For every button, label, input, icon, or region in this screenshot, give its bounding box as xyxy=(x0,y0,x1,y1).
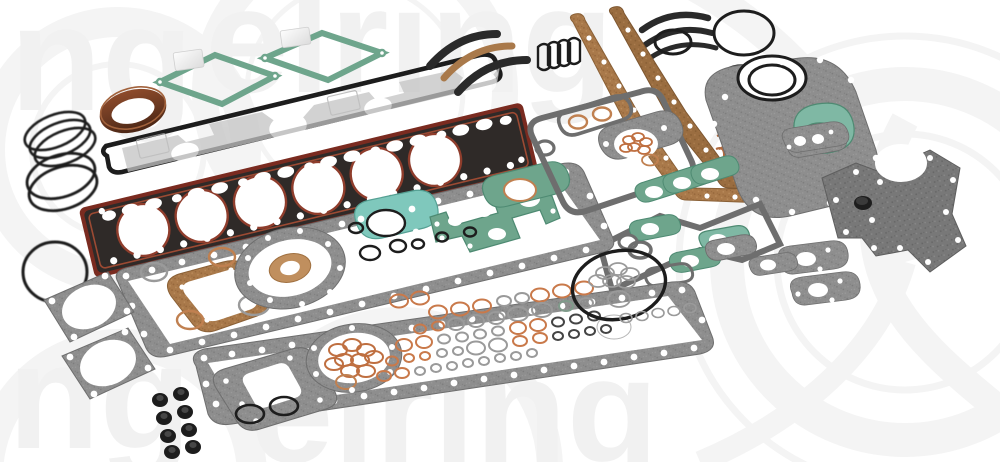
thermostat-gasket xyxy=(354,189,439,246)
water-pump-gasket xyxy=(234,226,346,310)
o-rings-large xyxy=(21,110,99,304)
lower-right-shims xyxy=(619,302,697,324)
washer-array xyxy=(376,280,612,382)
valve-cover-gasket xyxy=(100,52,503,175)
triangular-flange xyxy=(789,271,861,306)
rope-seal-arcs xyxy=(426,30,531,96)
small-frame-gasket xyxy=(152,48,283,108)
valve-stem-seals xyxy=(152,387,201,459)
rubber-plug xyxy=(854,196,872,210)
head-gasket xyxy=(79,103,538,278)
rear-main-plate xyxy=(821,144,967,273)
small-frame-gasket xyxy=(256,26,390,84)
green-port-gaskets xyxy=(634,155,740,203)
lower-black-o-rings xyxy=(234,395,300,425)
upper-copper-cluster-gasket xyxy=(598,110,684,167)
small-black-o-rings xyxy=(347,221,478,262)
large-o-ring-right xyxy=(570,248,668,322)
manifold-gasket-grey xyxy=(122,66,500,172)
square-cover-gasket xyxy=(61,327,156,400)
crank-seal xyxy=(99,86,167,134)
copper-rings-scatter xyxy=(389,290,430,309)
teal-flange-gaskets xyxy=(628,214,758,273)
upper-cover-gasket xyxy=(527,87,697,216)
square-cover-gasket xyxy=(43,271,135,343)
coil-spring-seal xyxy=(536,36,582,72)
rope-seal-arcs-right xyxy=(638,11,719,61)
slot-cover-gasket xyxy=(212,347,338,431)
butterfly-flange xyxy=(781,121,850,153)
